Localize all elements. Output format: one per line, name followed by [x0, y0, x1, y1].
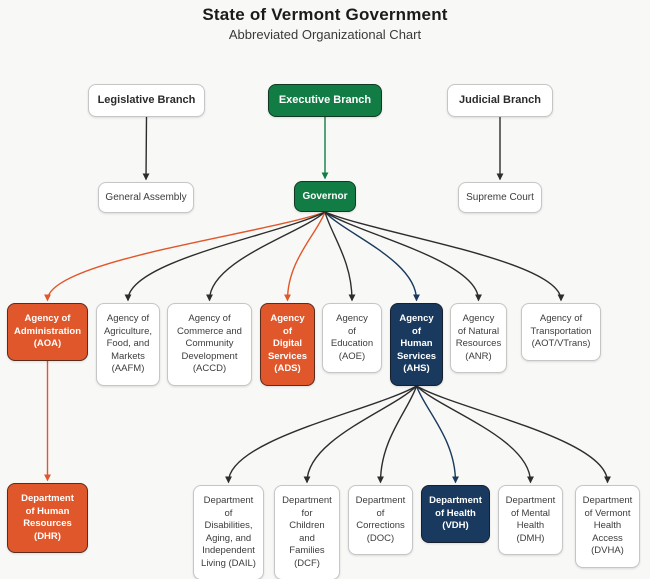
edge-ahs-dail — [225, 385, 418, 484]
node-department-of-health: Department of Health (VDH) — [421, 485, 490, 543]
edge-governor-accd — [206, 211, 326, 302]
edge-ahs-dcf — [303, 385, 418, 484]
node-legislative-branch: Legislative Branch — [88, 84, 205, 117]
chart-subtitle: Abbreviated Organizational Chart — [228, 27, 422, 42]
node-department-dmh: Department of Mental Health (DMH) — [498, 485, 563, 556]
node-governor: Governor — [294, 181, 356, 213]
node-supreme-court: Supreme Court — [458, 182, 542, 214]
edge-ahs-dmh — [415, 385, 534, 484]
node-general-assembly: General Assembly — [98, 182, 194, 214]
node-department-dail: Department of Disabilities, Aging, and I… — [193, 485, 264, 579]
node-executive-branch: Executive Branch — [268, 84, 382, 117]
node-agency-of-administration: Agency of Administration (AOA) — [7, 303, 88, 361]
node-agency-of-agriculture: Agency of Agriculture, Food, and Markets… — [96, 303, 160, 386]
edge-governor-aot — [324, 211, 565, 302]
edge-governor-ahs — [324, 211, 420, 302]
edge-governor-aafm — [124, 211, 326, 302]
edge-governor-aoa — [44, 211, 326, 302]
node-agency-of-commerce: Agency of Commerce and Community Develop… — [167, 303, 252, 386]
edge-legislative-general_assembly — [142, 116, 150, 181]
edge-ahs-doc — [377, 385, 418, 484]
edge-ahs-vdh — [415, 385, 459, 484]
edge-governor-ads — [284, 211, 326, 302]
edge-ahs-dvha — [415, 385, 611, 484]
node-judicial-branch: Judicial Branch — [447, 84, 553, 117]
node-department-doc: Department of Corrections (DOC) — [348, 485, 413, 556]
node-agency-of-education: Agency of Education (AOE) — [322, 303, 382, 374]
edge-governor-anr — [324, 211, 482, 302]
chart-title: State of Vermont Government — [202, 5, 448, 24]
node-agency-of-natural-resources: Agency of Natural Resources (ANR) — [450, 303, 507, 374]
node-department-dvha: Department of Vermont Health Access (DVH… — [575, 485, 640, 568]
node-agency-of-human-services: Agency of Human Services (AHS) — [390, 303, 443, 386]
node-department-dcf: Department for Children and Families (DC… — [274, 485, 340, 579]
node-agency-of-digital-services: Agency of Digital Services (ADS) — [260, 303, 315, 386]
node-agency-of-transportation: Agency of Transportation (AOT/VTrans) — [521, 303, 601, 361]
node-department-of-human-resources: Department of Human Resources (DHR) — [7, 483, 88, 554]
edge-governor-aoe — [324, 211, 356, 302]
